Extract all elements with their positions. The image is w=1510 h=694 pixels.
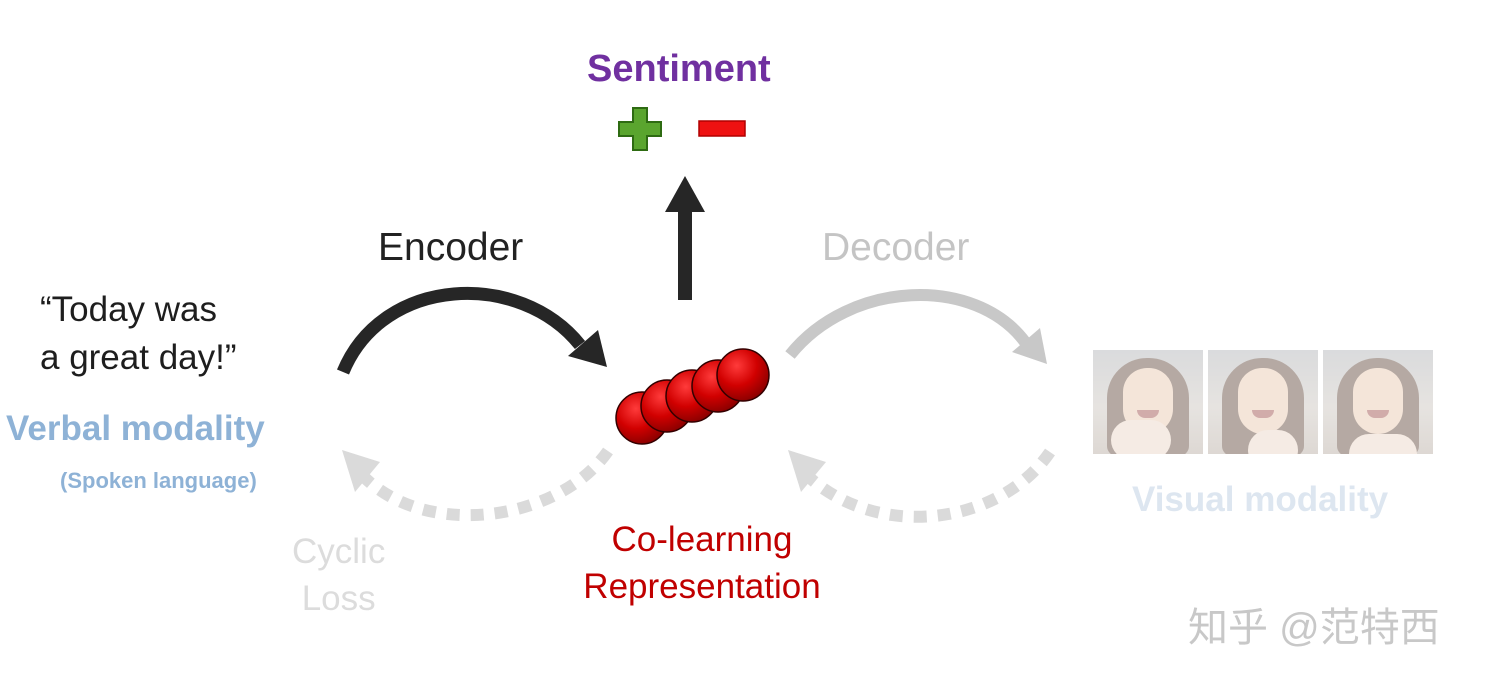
visual-modality-label: Visual modality: [1132, 480, 1389, 519]
quote-line: “Today was: [40, 290, 218, 329]
decoder-label: Decoder: [822, 226, 970, 269]
representation-circle: [716, 348, 770, 402]
encoder-arrow: [336, 287, 607, 375]
plus-icon: [618, 107, 662, 151]
representation-circles: [615, 348, 770, 445]
colearning-line: Representation: [583, 567, 821, 606]
encoder-label: Encoder: [378, 226, 524, 269]
verbal-modality-label: Verbal modality: [6, 409, 265, 448]
cyclic-loss-line: Cyclic: [292, 532, 386, 571]
sentiment-label: Sentiment: [587, 48, 771, 90]
video-frame: [1208, 350, 1318, 454]
decoder-arrow: [785, 289, 1047, 364]
colearning-label: Co-learning Representation: [568, 516, 836, 610]
watermark: 知乎 @范特西: [1188, 606, 1440, 650]
arrow-up-icon: [665, 176, 705, 300]
verbal-modality-sublabel: (Spoken language): [60, 468, 257, 493]
video-frame: [1323, 350, 1433, 454]
video-frame: [1093, 350, 1203, 454]
colearning-line: Co-learning: [611, 520, 793, 559]
minus-icon: [698, 120, 746, 137]
video-frames: [1093, 350, 1433, 454]
spoken-quote: “Today was a great day!”: [40, 286, 237, 382]
quote-line: a great day!”: [40, 338, 237, 377]
cyclic-loss-label: Cyclic Loss: [292, 528, 385, 622]
cyclic-loss-arrow-right: [788, 448, 1055, 523]
cyclic-loss-arrow-left: [342, 447, 613, 522]
cyclic-loss-line: Loss: [301, 579, 376, 618]
